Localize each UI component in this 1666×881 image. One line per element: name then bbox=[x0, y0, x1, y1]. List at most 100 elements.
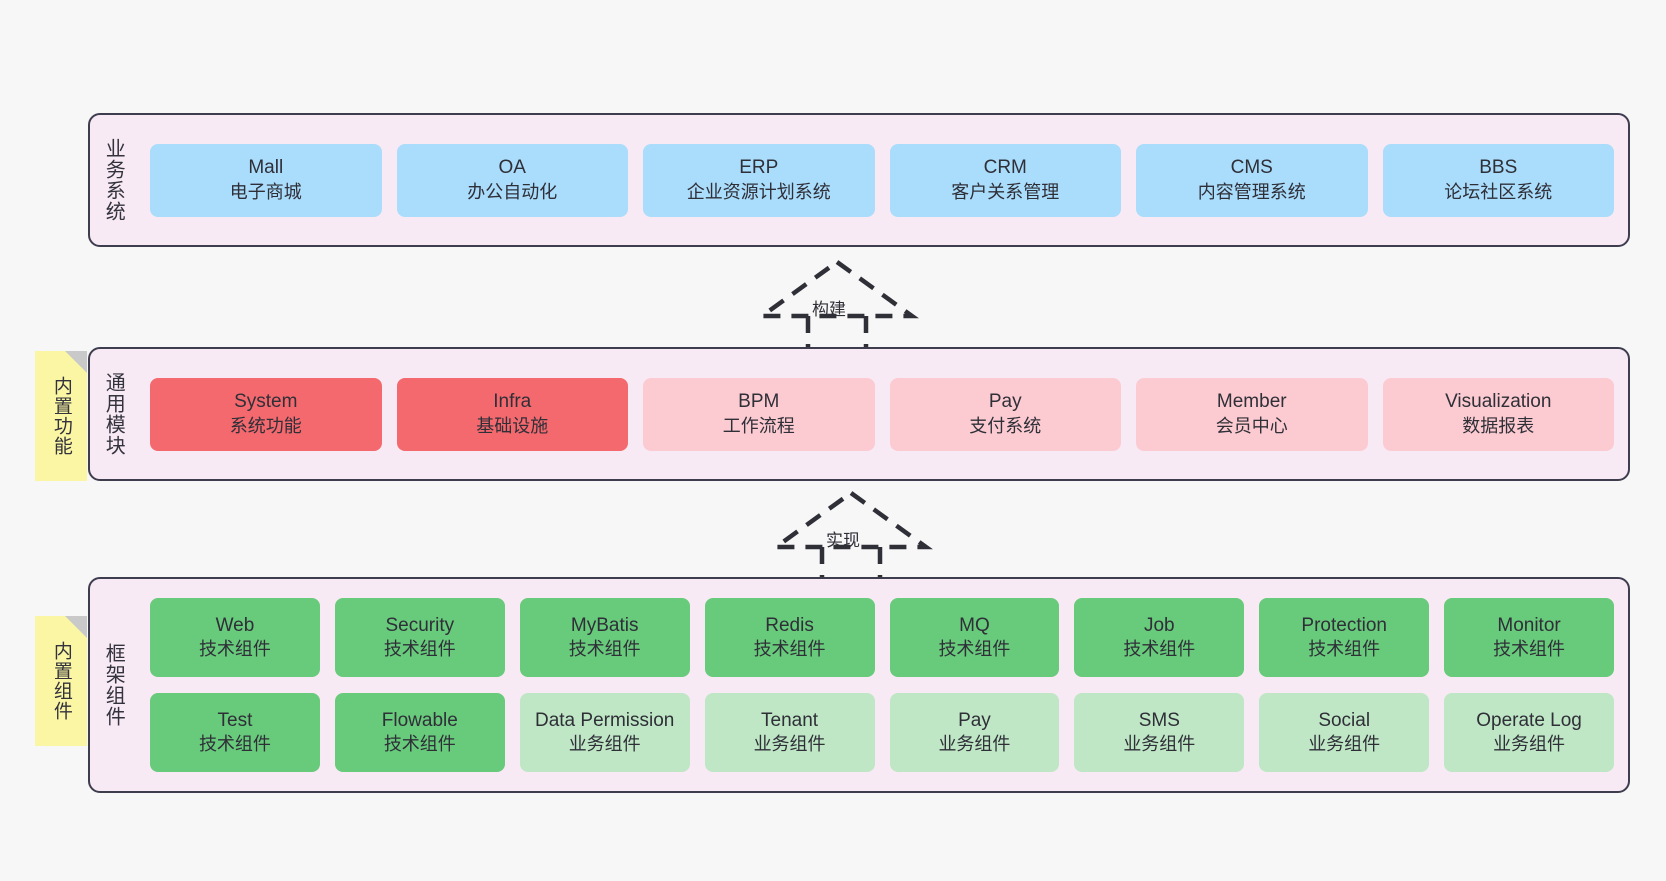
sticky-note-builtin-components-label: 内置组件 bbox=[50, 641, 72, 721]
box-description: 论坛社区系统 bbox=[1444, 181, 1553, 202]
box-description: 系统功能 bbox=[229, 415, 302, 436]
framework-component-monitor[interactable]: Monitor 技术组件 bbox=[1444, 598, 1614, 677]
box-name: CMS bbox=[1230, 157, 1273, 179]
box-description: 技术组件 bbox=[1308, 639, 1381, 660]
box-name: OA bbox=[498, 157, 526, 179]
layer-common-title: 通用模块 bbox=[102, 372, 125, 456]
box-name: Monitor bbox=[1497, 614, 1561, 636]
box-name: BPM bbox=[738, 391, 780, 413]
arrow-stem bbox=[819, 547, 883, 584]
box-name: Pay bbox=[988, 391, 1022, 413]
box-description: 电子商城 bbox=[229, 181, 302, 202]
connector-build: 构建 bbox=[752, 258, 922, 353]
box-name: MyBatis bbox=[570, 614, 639, 636]
box-name: Member bbox=[1216, 391, 1287, 413]
framework-component-tenant[interactable]: Tenant 业务组件 bbox=[704, 693, 875, 772]
box-name: Mall bbox=[248, 157, 284, 179]
arrow-head-triangle bbox=[769, 490, 933, 550]
box-description: 支付系统 bbox=[969, 415, 1042, 436]
box-name: Visualization bbox=[1445, 391, 1552, 413]
box-name: Tenant bbox=[761, 709, 819, 731]
box-name: Security bbox=[385, 614, 455, 636]
box-description: 会员中心 bbox=[1215, 415, 1288, 436]
box-description: 技术组件 bbox=[198, 639, 271, 660]
sticky-note-builtin-features-label: 内置功能 bbox=[50, 376, 72, 456]
connector-implement: 实现 bbox=[766, 489, 936, 584]
box-description: 技术组件 bbox=[383, 639, 456, 660]
arrow-head-triangle bbox=[755, 259, 919, 319]
framework-component-data-permission[interactable]: Data Permission 业务组件 bbox=[519, 693, 690, 772]
box-name: Operate Log bbox=[1476, 709, 1582, 731]
box-description: 内容管理系统 bbox=[1197, 181, 1306, 202]
box-name: System bbox=[234, 391, 298, 413]
framework-component-security[interactable]: Security 技术组件 bbox=[334, 598, 505, 677]
box-name: Test bbox=[217, 709, 253, 731]
box-name: ERP bbox=[739, 157, 779, 179]
framework-component-web[interactable]: Web 技术组件 bbox=[150, 598, 320, 677]
sticky-note-builtin-components: 内置组件 bbox=[35, 616, 87, 746]
framework-component-flowable[interactable]: Flowable 技术组件 bbox=[334, 693, 505, 772]
framework-component-test[interactable]: Test 技术组件 bbox=[150, 693, 320, 772]
box-description: 业务组件 bbox=[1308, 734, 1381, 755]
box-name: Pay bbox=[958, 709, 991, 731]
box-description: 技术组件 bbox=[198, 734, 271, 755]
sticky-fold-corner-icon bbox=[65, 351, 87, 373]
framework-component-mybatis[interactable]: MyBatis 技术组件 bbox=[519, 598, 690, 677]
framework-component-protection[interactable]: Protection 技术组件 bbox=[1259, 598, 1430, 677]
box-name: SMS bbox=[1138, 709, 1180, 731]
box-name: Data Permission bbox=[534, 709, 675, 731]
arrow-stem bbox=[805, 316, 869, 353]
connector-implement-label: 实现 bbox=[826, 531, 860, 550]
box-description: 业务组件 bbox=[753, 734, 826, 755]
box-description: 技术组件 bbox=[568, 639, 641, 660]
box-description: 企业资源计划系统 bbox=[686, 181, 831, 202]
connector-build-label: 构建 bbox=[812, 300, 846, 319]
layer-business-title: 业务系统 bbox=[102, 138, 125, 222]
box-description: 业务组件 bbox=[568, 734, 641, 755]
box-name: Web bbox=[215, 614, 255, 636]
box-description: 工作流程 bbox=[722, 415, 795, 436]
box-name: Flowable bbox=[381, 709, 458, 731]
framework-component-social[interactable]: Social 业务组件 bbox=[1259, 693, 1430, 772]
sticky-note-builtin-features: 内置功能 bbox=[35, 351, 87, 481]
box-description: 技术组件 bbox=[753, 639, 826, 660]
box-name: Social bbox=[1318, 709, 1371, 731]
box-description: 技术组件 bbox=[1493, 639, 1566, 660]
box-description: 客户关系管理 bbox=[951, 181, 1060, 202]
box-name: Protection bbox=[1301, 614, 1387, 636]
box-description: 技术组件 bbox=[383, 734, 456, 755]
box-description: 基础设施 bbox=[476, 415, 549, 436]
box-description: 技术组件 bbox=[1123, 639, 1196, 660]
box-description: 办公自动化 bbox=[467, 181, 558, 202]
box-name: MQ bbox=[959, 614, 990, 636]
box-name: BBS bbox=[1479, 157, 1518, 179]
